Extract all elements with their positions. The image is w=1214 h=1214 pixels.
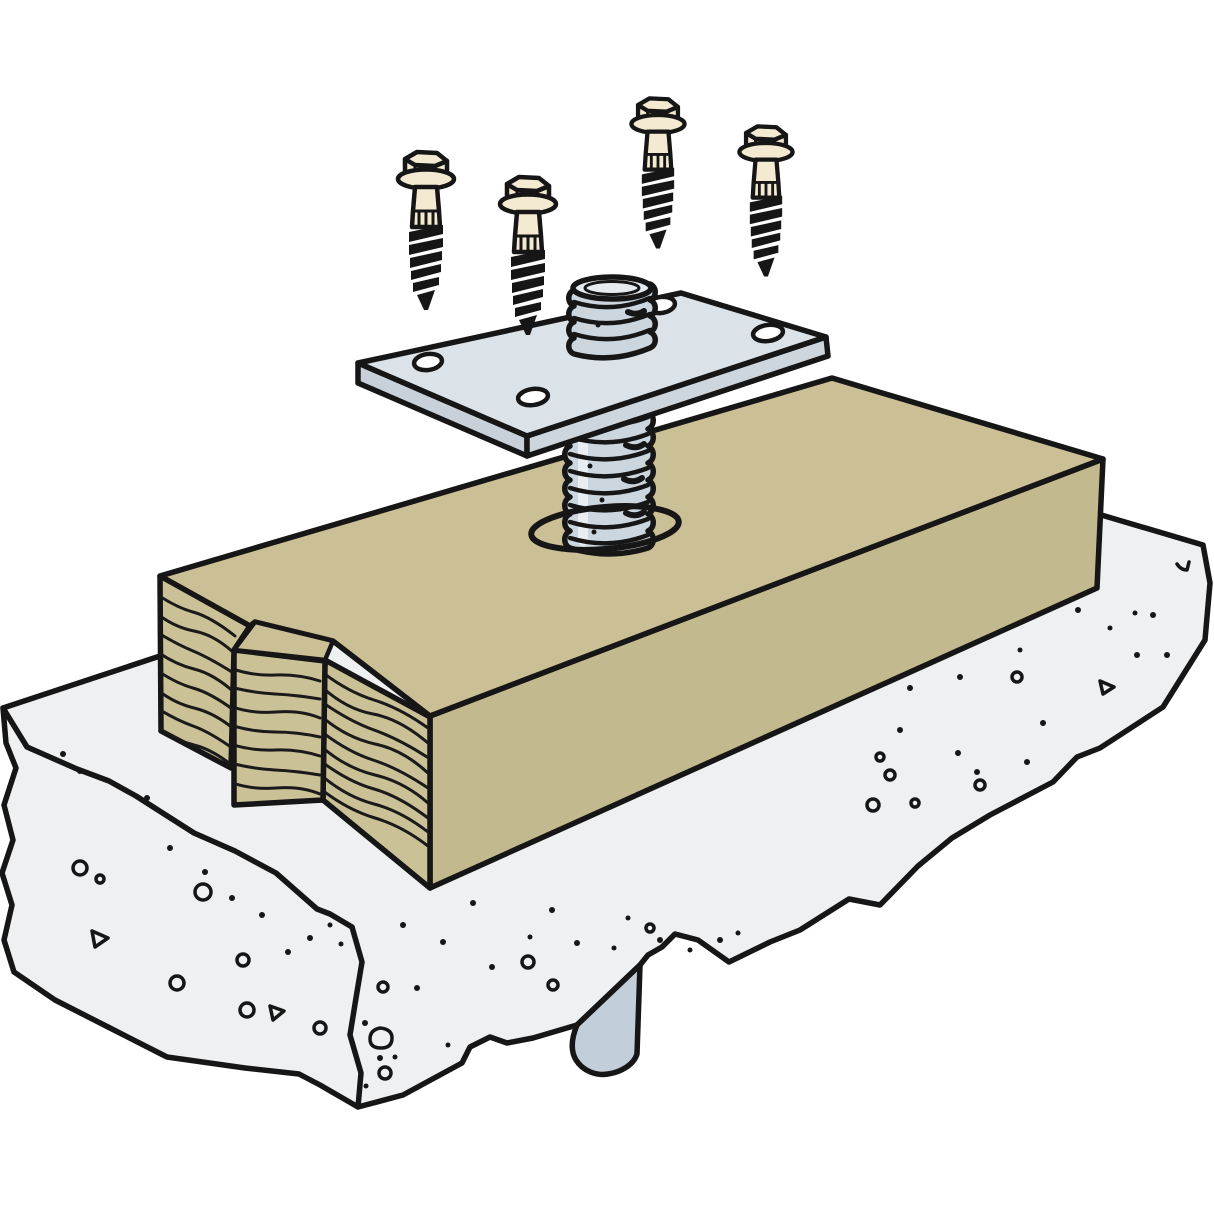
hex-screw-2 (500, 177, 556, 335)
concrete-speckles (60, 607, 1170, 1089)
beam-lamination-lines-inner (323, 670, 430, 848)
hex-screw-1 (398, 152, 454, 310)
bearing-plate (355, 290, 831, 459)
hex-screw-3 (631, 98, 684, 248)
beam-lamination-lines-step (234, 666, 322, 796)
threaded-rod-upper (566, 274, 658, 361)
rod-lower-shadows (621, 441, 647, 519)
concrete-aggregate (71, 560, 1191, 1081)
beam-lamination-lines-outer (160, 591, 237, 768)
rod-hole (528, 503, 682, 553)
plate-holes (411, 294, 786, 408)
concrete-broken-edge (0, 705, 355, 930)
hex-screw-4 (739, 126, 792, 276)
anchor-pipe (569, 962, 643, 1078)
concrete-crack (347, 924, 365, 1110)
rod-upper-threads (571, 295, 653, 342)
beam-step-ledge (231, 619, 336, 663)
